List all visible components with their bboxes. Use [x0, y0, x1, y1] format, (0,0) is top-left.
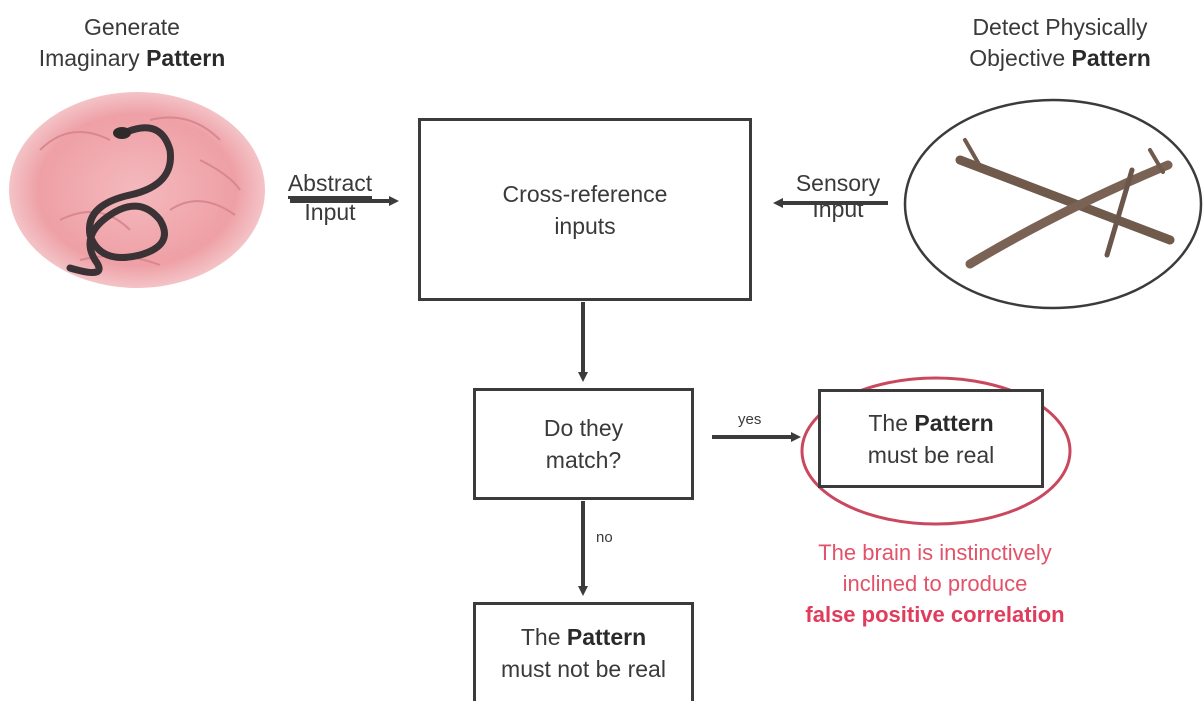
real-box-bold: Pattern	[914, 409, 994, 436]
abstract-input-line1: Abstract	[287, 170, 373, 199]
decision-box: Do they match?	[473, 388, 694, 500]
left-heading: Generate Imaginary Pattern	[0, 12, 264, 74]
left-heading-prefix: Imaginary	[38, 45, 147, 71]
note-line1: The brain is instinctively	[818, 540, 1052, 565]
sensory-input-line2: Input	[812, 196, 864, 222]
abstract-input-label: Abstract Input	[270, 170, 390, 225]
right-heading: Detect Physically Objective Pattern	[920, 12, 1200, 74]
cross-reference-box: Cross-reference inputs	[418, 118, 752, 301]
pattern-not-real-box: The Pattern must not be real	[473, 602, 694, 701]
not-real-box-line2: must not be real	[501, 656, 666, 682]
crossed-sticks-icon	[903, 98, 1203, 310]
sensory-input-label: Sensory Input	[778, 170, 898, 222]
cross-reference-line1: Cross-reference	[502, 180, 668, 207]
no-label: no	[596, 529, 613, 546]
not-real-box-prefix: The	[520, 624, 567, 650]
highlight-ellipse	[800, 376, 1072, 526]
brain-with-snake-icon	[9, 92, 265, 288]
left-heading-bold: Pattern	[146, 45, 226, 71]
false-positive-note: The brain is instinctively inclined to p…	[780, 537, 1090, 630]
real-box-line2: must be real	[867, 441, 995, 468]
right-heading-prefix: Objective	[969, 45, 1072, 71]
abstract-input-line2: Input	[304, 199, 356, 225]
not-real-box-bold: Pattern	[566, 624, 647, 650]
decision-line1: Do they	[543, 415, 624, 441]
pattern-real-box: The Pattern must be real	[818, 389, 1044, 488]
right-heading-bold: Pattern	[1071, 45, 1151, 71]
decision-line2: match?	[545, 447, 622, 473]
left-heading-line1: Generate	[84, 14, 180, 40]
note-line2: inclined to produce	[842, 571, 1028, 596]
real-box-prefix: The	[868, 409, 915, 436]
yes-label: yes	[738, 411, 762, 428]
cross-reference-line2: inputs	[554, 212, 616, 239]
right-heading-line1: Detect Physically	[972, 14, 1148, 40]
note-line3: false positive correlation	[805, 602, 1065, 627]
sensory-input-line1: Sensory	[795, 170, 881, 196]
